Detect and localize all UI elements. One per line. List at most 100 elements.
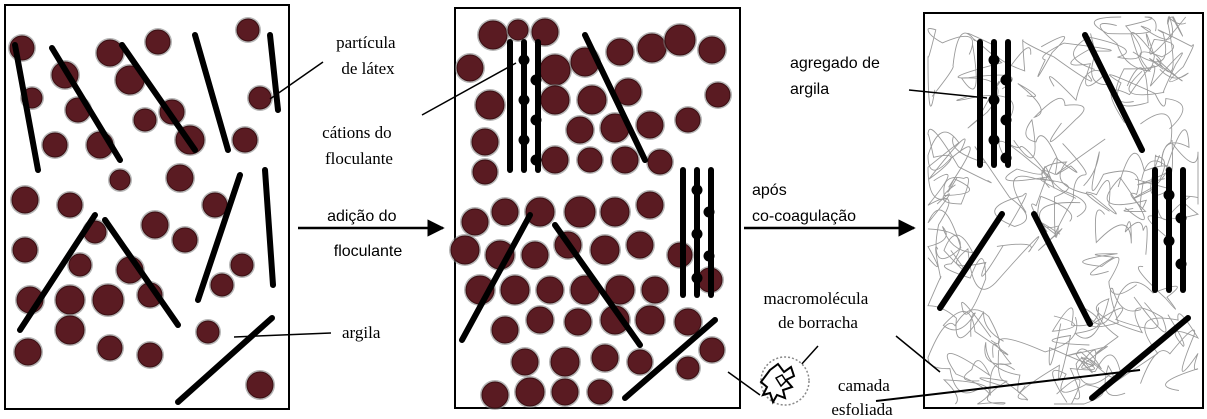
particle-core — [540, 55, 570, 85]
latex-particle — [635, 110, 665, 140]
latex-particle — [56, 191, 84, 219]
particle-core — [551, 348, 579, 376]
cation-dot — [1001, 75, 1012, 86]
latex-particle — [471, 158, 499, 186]
cation-dot — [692, 229, 703, 240]
particle-core — [677, 357, 699, 379]
latex-particle — [626, 348, 654, 376]
particle-core — [526, 198, 554, 226]
particle-core — [482, 382, 508, 408]
latex-particle — [140, 210, 170, 240]
particle-core — [591, 236, 619, 264]
latex-particle — [565, 115, 595, 145]
particle-core — [98, 336, 122, 360]
latex-particle — [636, 32, 668, 64]
particle-core — [699, 37, 725, 63]
particle-core — [542, 147, 568, 173]
cation-dot — [519, 95, 530, 106]
latex-particle — [455, 53, 485, 83]
latex-particle — [235, 17, 261, 43]
particle-core — [237, 19, 259, 41]
latex-particle — [136, 341, 164, 369]
latex-particle — [474, 89, 506, 121]
latex-particle — [144, 28, 172, 56]
particle-core — [56, 316, 84, 344]
latex-particle — [520, 240, 550, 270]
particle-core — [451, 236, 479, 264]
latex-particle — [41, 131, 69, 159]
label-latex-particle: partícula de látex — [336, 33, 400, 78]
cation-dot — [1176, 213, 1187, 224]
latex-particle — [229, 252, 255, 278]
particle-core — [247, 372, 273, 398]
particle-core — [636, 306, 664, 334]
label-exfoliated-layer: camada esfoliada — [831, 376, 894, 419]
latex-particle — [540, 145, 570, 175]
latex-particle — [490, 197, 520, 227]
cation-dot — [989, 95, 1000, 106]
latex-particle — [550, 377, 580, 407]
cation-dot — [1001, 153, 1012, 164]
particle-core — [648, 150, 672, 174]
latex-particle — [539, 84, 571, 116]
latex-particle — [108, 168, 132, 192]
particle-core — [567, 117, 593, 143]
particle-core — [233, 128, 257, 152]
particle-core — [142, 212, 168, 238]
particle-core — [565, 309, 591, 335]
latex-particle — [576, 84, 608, 116]
latex-particle — [510, 347, 540, 377]
particle-core — [69, 254, 91, 276]
latex-particle — [8, 34, 36, 62]
particle-core — [473, 160, 497, 184]
latex-particle — [247, 85, 273, 111]
particle-core — [58, 193, 82, 217]
particle-core — [15, 339, 41, 365]
particle-core — [565, 197, 595, 227]
latex-particle — [54, 284, 86, 316]
label-rubber-macromolecule: macromolécula de borracha — [763, 289, 872, 332]
particle-core — [476, 91, 504, 119]
particle-core — [552, 379, 578, 405]
latex-particle — [674, 106, 702, 134]
latex-particle — [634, 304, 666, 336]
particle-core — [700, 338, 724, 362]
particle-core — [638, 34, 666, 62]
particle-core — [13, 238, 37, 262]
latex-particle — [646, 148, 674, 176]
particle-core — [138, 343, 162, 367]
latex-particle — [91, 283, 125, 317]
particle-core — [537, 277, 563, 303]
label-clay-aggregate: agregado de argila — [790, 55, 884, 98]
latex-particle — [13, 337, 43, 367]
cation-dot — [989, 135, 1000, 146]
particle-core — [211, 274, 233, 296]
latex-particle — [663, 23, 697, 57]
particle-core — [607, 39, 633, 65]
label-after-co-coagulation: após co-coagulação — [752, 182, 856, 225]
particle-core — [516, 378, 544, 406]
particle-core — [508, 20, 528, 40]
particle-core — [592, 345, 618, 371]
particle-core — [231, 254, 253, 276]
latex-particle — [535, 275, 565, 305]
latex-particle — [165, 163, 195, 193]
latex-particle — [563, 195, 597, 229]
latex-particle — [480, 380, 510, 410]
cation-dot — [989, 55, 1000, 66]
latex-particle — [625, 230, 655, 260]
latex-particle — [635, 190, 665, 220]
latex-particle — [538, 53, 572, 87]
particle-core — [501, 276, 529, 304]
particle-core — [56, 286, 84, 314]
latex-particle — [549, 346, 581, 378]
cation-dot — [519, 135, 530, 146]
latex-particle — [209, 272, 235, 298]
latex-particle — [96, 334, 124, 362]
particle-core — [472, 129, 498, 155]
particle-core — [492, 317, 518, 343]
cation-dot — [519, 55, 530, 66]
particle-core — [612, 147, 638, 173]
particle-core — [541, 86, 569, 114]
